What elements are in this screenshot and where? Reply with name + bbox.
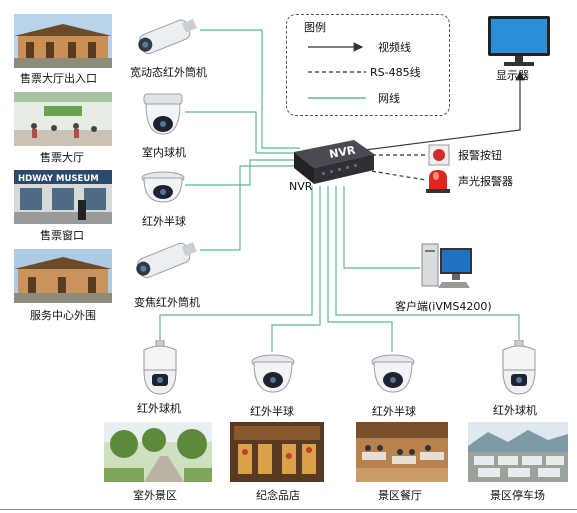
bullet-camera-icon <box>138 18 197 55</box>
link-bottom-dome-1 <box>271 186 321 352</box>
caption-bottom-ptz-2: 红外球机 <box>493 404 537 417</box>
link-client <box>343 186 420 269</box>
photo-ticket-hall-entrance <box>14 14 112 68</box>
nvr-caption: NVR <box>289 180 313 193</box>
caption-souvenir-shop: 纪念品店 <box>256 489 300 502</box>
link-bottom-ptz-1 <box>159 186 313 342</box>
caption-service-center: 服务中心外围 <box>30 309 96 322</box>
desktop-pc-icon <box>421 243 472 288</box>
photo-ticket-window: HDWAY MUSEUM <box>14 170 112 224</box>
ptz-camera-icon <box>502 340 536 395</box>
caption-bottom-ptz-1: 红外球机 <box>137 402 181 415</box>
caption-ticket-window: 售票窗口 <box>40 229 84 242</box>
ptz-camera-icon <box>143 340 177 395</box>
legend-network-label: 网线 <box>378 92 400 105</box>
caption-ticket-hall: 售票大厅 <box>40 151 84 164</box>
bottom-divider <box>0 509 577 510</box>
photo-souvenir-shop <box>230 422 324 482</box>
dome-camera-icon <box>143 93 183 135</box>
legend-video-line-label: 视频线 <box>378 41 411 54</box>
photo-ticket-hall <box>14 92 112 146</box>
photo-service-center <box>14 249 112 303</box>
strobe-siren-icon <box>426 170 450 193</box>
dome-camera-icon <box>141 171 185 203</box>
legend <box>286 14 450 116</box>
caption-client-pc: 客户端(iVMS4200) <box>395 300 492 313</box>
nvr-icon: NVR <box>294 140 374 184</box>
caption-indoor-dome: 室内球机 <box>142 146 186 159</box>
caption-scenic-parking: 景区停车场 <box>490 489 545 502</box>
caption-bottom-dome-2: 红外半球 <box>372 405 416 418</box>
caption-ir-dome-left: 红外半球 <box>142 215 186 228</box>
caption-zoom-camera: 变焦红外筒机 <box>134 296 200 309</box>
nvr-device-text: NVR <box>328 144 357 161</box>
legend-rs485-label: RS-485线 <box>370 66 421 79</box>
link-wide-dynamic-camera <box>200 29 300 149</box>
bullet-camera-icon <box>136 242 197 279</box>
caption-monitor: 显示器 <box>496 69 529 82</box>
link-bottom-dome-2 <box>327 186 393 352</box>
link-ir-dome-left <box>185 159 300 186</box>
caption-alarm-button: 报警按钮 <box>458 149 502 162</box>
link-bottom-ptz-2 <box>335 186 520 340</box>
caption-ticket-hall-entrance: 售票大厅出入口 <box>20 72 97 85</box>
ticket-window-sign: HDWAY MUSEUM <box>18 174 99 184</box>
dome-camera-icon <box>371 354 415 393</box>
caption-wide-dynamic-camera: 宽动态红外筒机 <box>130 66 207 79</box>
alarm-button-icon <box>428 144 450 166</box>
link-zoom-camera <box>200 165 300 251</box>
photo-scenic-restaurant <box>356 422 448 482</box>
photo-scenic-parking <box>468 422 568 482</box>
caption-scenic-restaurant: 景区餐厅 <box>378 489 422 502</box>
link-indoor-dome <box>185 111 300 154</box>
legend-title: 图例 <box>304 21 326 34</box>
caption-strobe-siren: 声光报警器 <box>458 175 513 188</box>
caption-bottom-dome-1: 红外半球 <box>250 405 294 418</box>
dome-camera-icon <box>251 354 295 393</box>
photo-outdoor-scenic <box>104 422 212 482</box>
link-strobe-siren <box>364 169 427 181</box>
link-monitor <box>364 70 525 151</box>
monitor-icon <box>488 16 550 66</box>
caption-outdoor-scenic: 室外景区 <box>133 489 177 502</box>
